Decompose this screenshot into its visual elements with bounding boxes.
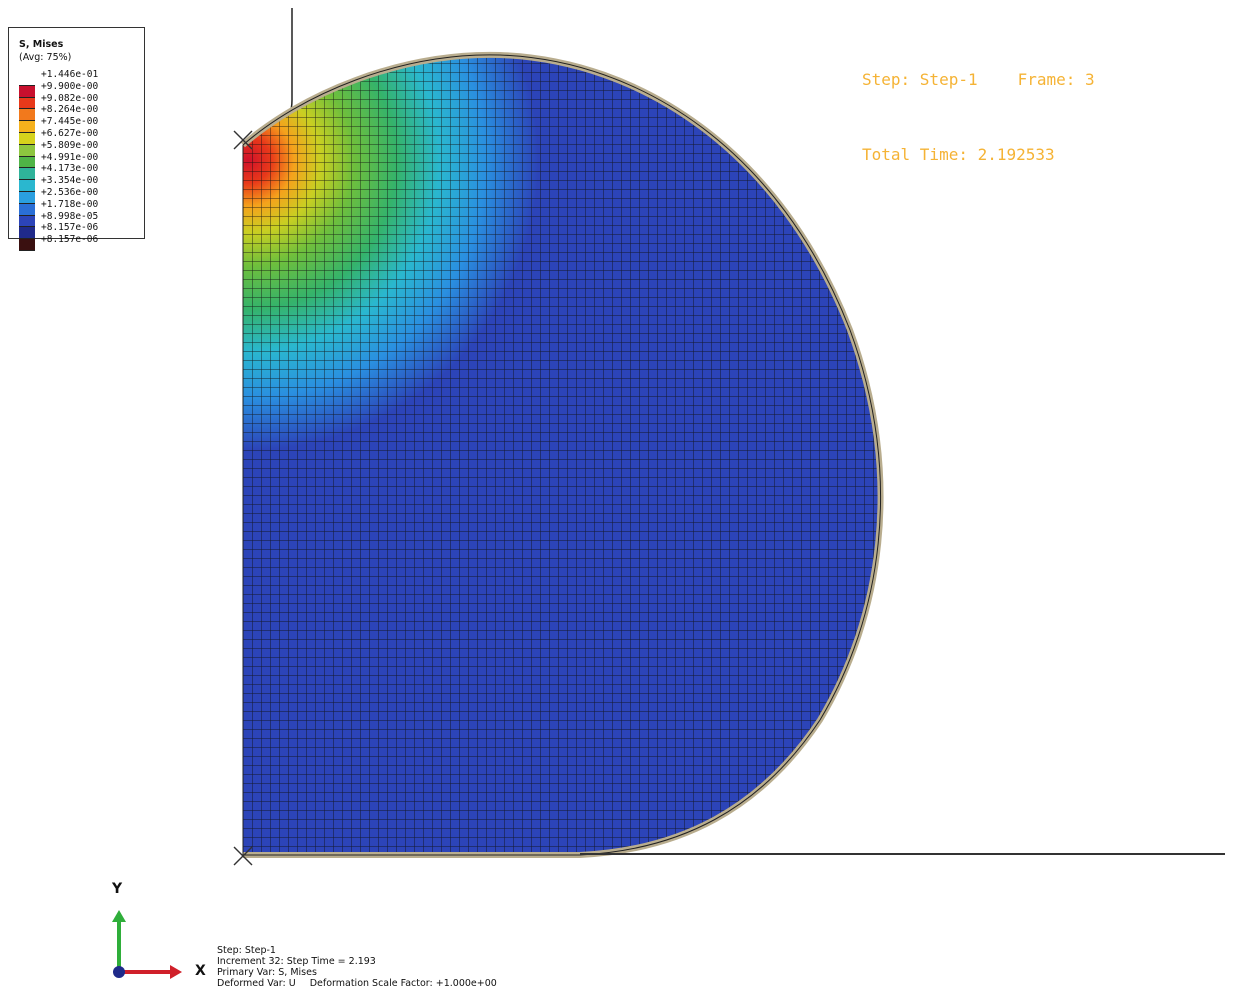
- legend-variable: S, Mises: [19, 39, 64, 50]
- legend-value: +4.991e-00: [41, 151, 99, 163]
- legend-swatch: [19, 109, 35, 122]
- legend-value: +5.809e-00: [41, 139, 99, 151]
- legend-swatch: [19, 239, 35, 251]
- z-axis-dot: [113, 966, 125, 978]
- total-time: Total Time: 2.192533: [862, 145, 1055, 164]
- step-name: Step: Step-1: [862, 70, 978, 89]
- legend-value: +6.627e-00: [41, 127, 99, 139]
- status-block: Step: Step-1 Increment 32: Step Time = 2…: [217, 945, 497, 989]
- legend-swatch: [19, 203, 35, 216]
- y-axis-label: Y: [112, 881, 123, 897]
- status-deformed-var: Deformed Var: U: [217, 978, 296, 989]
- legend-swatch: [19, 227, 35, 240]
- contour-legend: S, Mises (Avg: 75%) +1.446e-01+9.900e-00…: [8, 27, 145, 251]
- node-marker-bottom: [233, 846, 253, 866]
- legend-value: +1.718e-00: [41, 198, 99, 210]
- legend-value: +8.998e-05: [41, 210, 99, 222]
- legend-value: +8.157e-06: [41, 222, 99, 234]
- legend-value: +3.354e-00: [41, 175, 99, 187]
- legend-swatch: [19, 168, 35, 181]
- legend-swatch: [19, 180, 35, 192]
- legend-swatch: [19, 74, 35, 86]
- status-step: Step: Step-1: [217, 945, 276, 956]
- legend-swatch: [19, 97, 35, 110]
- frame-number: Frame: 3: [1017, 70, 1095, 89]
- legend-averaging: (Avg: 75%): [19, 52, 72, 63]
- legend-swatch: [19, 144, 35, 157]
- legend-value: +9.900e-00: [41, 80, 99, 92]
- legend-value: +2.536e-00: [41, 186, 99, 198]
- node-marker-top: [233, 130, 253, 150]
- legend-value: +9.082e-00: [41, 92, 99, 104]
- legend-value-labels: +1.446e-01+9.900e-00+9.082e-00+8.264e-00…: [41, 69, 98, 246]
- legend-swatch: [19, 156, 35, 169]
- status-scale-factor: Deformation Scale Factor: +1.000e+00: [309, 978, 497, 989]
- step-info: Step: Step-1 Frame: 3 Total Time: 2.1925…: [862, 17, 1095, 217]
- legend-color-bands: [19, 74, 35, 251]
- status-increment: Increment 32: Step Time = 2.193: [217, 956, 376, 967]
- x-axis-label: X: [195, 963, 206, 979]
- legend-value: +8.264e-00: [41, 104, 99, 116]
- legend-value: +8.157e-06: [41, 234, 99, 246]
- status-primary-var: Primary Var: S, Mises: [217, 967, 317, 978]
- legend-swatch: [19, 132, 35, 145]
- legend-swatch: [19, 85, 35, 98]
- axis-triad: [112, 910, 182, 979]
- legend-swatch: [19, 191, 35, 204]
- legend-value: +7.445e-00: [41, 116, 99, 128]
- legend-swatch: [19, 121, 35, 133]
- legend-value: +1.446e-01: [41, 69, 99, 80]
- legend-swatch: [19, 215, 35, 228]
- legend-value: +4.173e-00: [41, 163, 99, 175]
